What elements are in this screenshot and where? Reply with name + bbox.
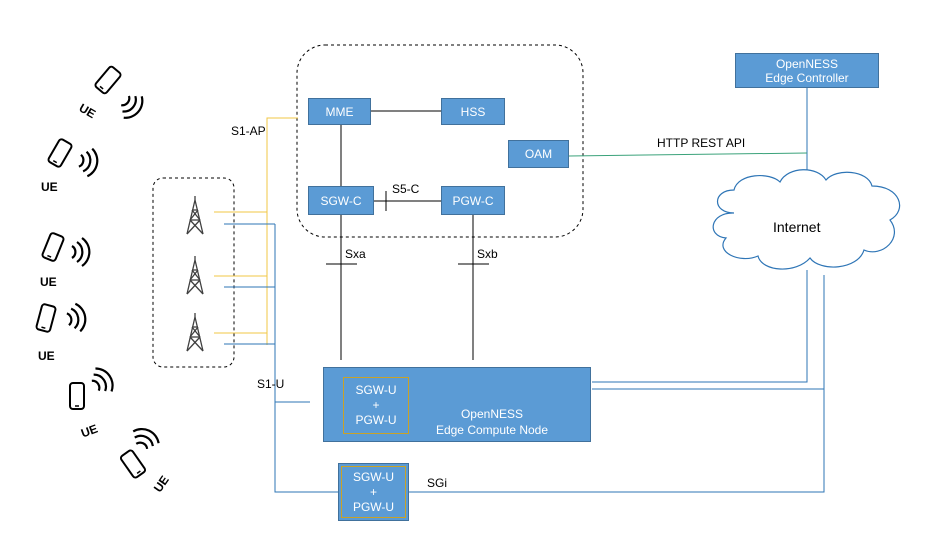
core-network-container — [296, 44, 584, 238]
edge-node-title: OpenNESS Edge Compute Node — [412, 406, 572, 438]
internet-cloud — [712, 169, 901, 270]
ue-label: UE — [38, 349, 55, 363]
edge-node-title-line1: OpenNESS — [460, 407, 524, 421]
pgw-c-label: PGW-C — [452, 193, 494, 208]
edge-controller-line1: OpenNESS — [775, 56, 839, 71]
internet-label: Internet — [773, 219, 821, 235]
bottom-upf-inner: SGW-U + PGW-U — [341, 466, 406, 518]
hss-label: HSS — [460, 104, 486, 119]
sxa-label: Sxa — [345, 247, 366, 261]
enodeb-container — [152, 177, 235, 368]
pgw-c-box: PGW-C — [441, 186, 505, 215]
http-rest-api-label: HTTP REST API — [657, 136, 746, 150]
s1ap-lines — [214, 117, 298, 345]
edge-upf-line3: PGW-U — [355, 413, 397, 427]
s5-c-label: S5-C — [392, 182, 420, 196]
edge-upf-box: SGW-U + PGW-U — [343, 377, 409, 434]
s1-ap-label: S1-AP — [231, 124, 266, 138]
oam-box: OAM — [508, 140, 569, 168]
sgi-label: SGi — [427, 476, 448, 490]
ue-label: UE — [41, 180, 58, 194]
edge-compute-node-box: SGW-U + PGW-U OpenNESS Edge Compute Node — [323, 367, 591, 442]
oam-label: OAM — [524, 147, 553, 161]
mme-box: MME — [308, 98, 371, 125]
sxb-label: Sxb — [477, 247, 498, 261]
bottom-upf-line1: SGW-U — [352, 469, 395, 484]
mme-label: MME — [325, 104, 354, 119]
ue-label: UE — [40, 275, 57, 289]
bottom-upf-box: SGW-U + PGW-U — [338, 463, 409, 521]
edge-controller-line2: Edge Controller — [765, 70, 849, 85]
edge-upf-line2: + — [372, 398, 380, 412]
sgw-c-label: SGW-C — [320, 193, 362, 208]
edge-node-title-line2: Edge Compute Node — [435, 423, 549, 437]
http-rest-line — [568, 152, 808, 157]
bottom-upf-line3: PGW-U — [352, 499, 395, 514]
sgw-c-box: SGW-C — [308, 186, 374, 215]
bottom-upf-line2: + — [369, 484, 377, 499]
edge-controller-box: OpenNESS Edge Controller — [735, 53, 879, 88]
ue-phone-icon — [35, 65, 160, 479]
s1-u-label: S1-U — [257, 377, 285, 391]
antenna-tower-icon — [186, 196, 204, 352]
hss-box: HSS — [441, 98, 505, 125]
edge-upf-line1: SGW-U — [355, 383, 397, 397]
